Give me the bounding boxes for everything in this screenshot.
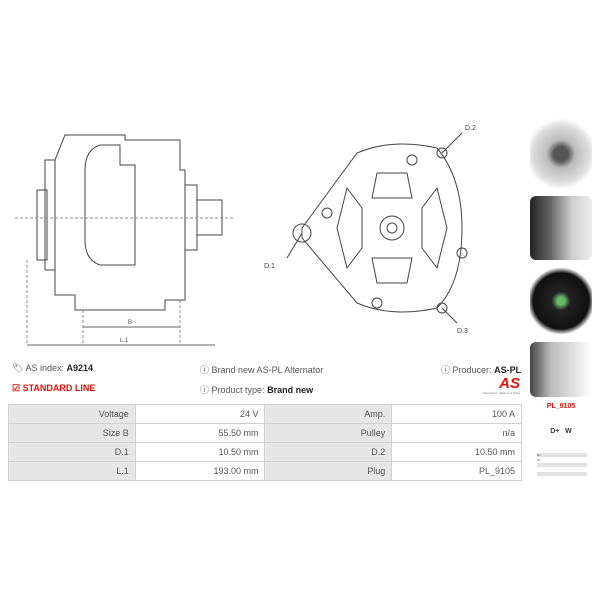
plug-terminals: D+ W xyxy=(550,428,572,435)
as-pl-logo: AS Alternators, Starters & Parts xyxy=(482,375,520,395)
tag-icon: 🏷 xyxy=(12,363,24,373)
dim-l1-label: L.1 xyxy=(120,338,129,344)
spec-value: PL_9105 xyxy=(391,461,522,481)
spec-value: 100 A xyxy=(391,404,522,424)
as-index: 🏷 AS index: A9214 xyxy=(12,363,94,373)
front-view-drawing: D.2 D.3 D.1 xyxy=(264,125,476,335)
product-type: ⓘ Product type: Brand new xyxy=(200,385,314,395)
spec-value: n/a xyxy=(391,423,522,443)
product-photo-front[interactable] xyxy=(530,118,592,190)
info-icon: ⓘ xyxy=(200,385,210,395)
product-photo-side[interactable] xyxy=(530,196,592,260)
spec-label: D.2 xyxy=(264,442,393,462)
producer: ⓘ Producer: AS-PL xyxy=(441,365,522,375)
plug-name[interactable]: PL_9105 xyxy=(546,403,576,410)
spec-label: D.1 xyxy=(8,442,136,462)
spec-value: 55.50 mm xyxy=(134,423,266,443)
side-view-drawing: B L.1 xyxy=(15,134,235,346)
plug-row-dplus: D+ xyxy=(537,453,587,457)
dim-d3-label: D.3 xyxy=(457,328,468,335)
info-icon: ⓘ xyxy=(200,365,210,375)
plug-row xyxy=(537,463,587,467)
info-icon: ⓘ xyxy=(441,365,451,375)
dim-b-label: B xyxy=(128,320,132,326)
spec-label: Size B xyxy=(8,423,136,443)
spec-label: Pulley xyxy=(264,423,393,443)
plug-row-w: W xyxy=(537,458,587,462)
dim-d1-label: D.1 xyxy=(264,263,275,270)
spec-value: 10.50 mm xyxy=(391,442,522,462)
spec-label: L.1 xyxy=(8,461,136,481)
spec-value: 193.00 mm xyxy=(134,461,266,481)
product-photo-angle[interactable] xyxy=(530,342,592,397)
brand-new-info: ⓘ Brand new AS-PL Alternator xyxy=(200,365,324,375)
spec-label: Amp. xyxy=(264,404,393,424)
spec-value: 10.50 mm xyxy=(134,442,266,462)
dim-d2-label: D.2 xyxy=(465,125,476,132)
spec-label: Plug xyxy=(264,461,393,481)
product-photo-back[interactable] xyxy=(530,266,592,336)
spec-value: 24 V xyxy=(134,404,266,424)
spec-label: Voltage xyxy=(8,404,136,424)
standard-line-badge: ☑ STANDARD LINE xyxy=(12,383,96,393)
plug-row xyxy=(537,472,587,476)
checkbox-icon: ☑ xyxy=(12,383,21,393)
